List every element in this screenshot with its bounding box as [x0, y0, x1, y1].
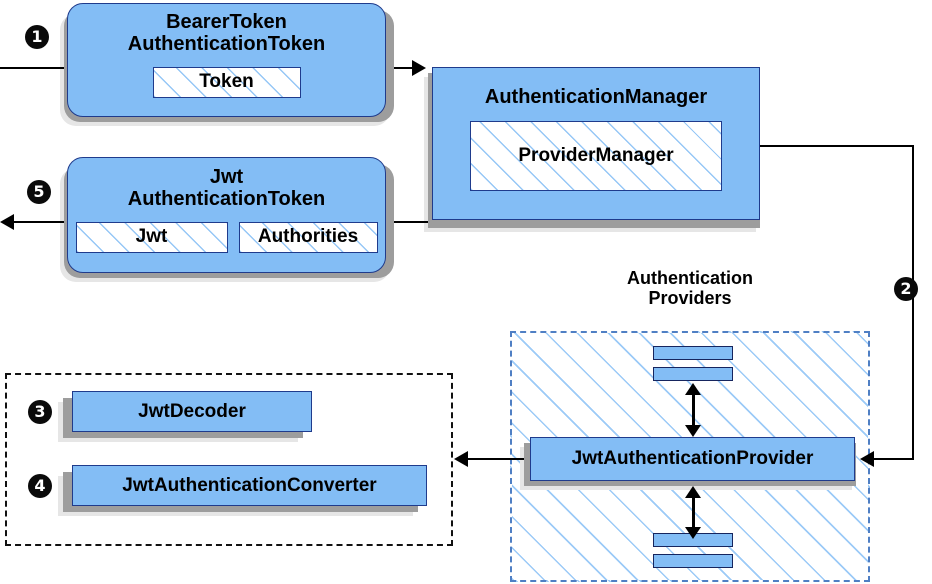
step-bullet-2: 2 — [894, 277, 918, 301]
node-bearer-token-authentication-token[interactable]: BearerToken AuthenticationToken Token — [67, 3, 386, 117]
arrowhead-to-jwt-support — [454, 451, 468, 467]
connector-manager-to-jwt-token — [386, 221, 432, 223]
step-bullet-1: 1 — [25, 25, 49, 49]
step-bullet-4: 4 — [28, 474, 52, 498]
compartment-authorities: Authorities — [238, 221, 378, 253]
compartment-jwt: Jwt — [75, 221, 228, 253]
arrowhead-outgoing-response — [0, 214, 14, 230]
connector-bearer-to-manager — [386, 67, 422, 69]
connector-manager-to-provider-vertical — [912, 145, 914, 459]
arrowhead-provider-stack-bottom-down — [685, 527, 701, 539]
connector-provider-to-jwt-support — [466, 458, 530, 460]
step-bullet-3: 3 — [28, 400, 52, 424]
arrowhead-provider-stack-top-down — [685, 425, 701, 437]
node-jwt-decoder[interactable]: JwtDecoder — [72, 391, 312, 432]
arrowhead-into-provider — [860, 451, 874, 467]
connector-manager-to-provider-bottom — [872, 458, 914, 460]
compartment-authorities-label: Authorities — [257, 226, 359, 248]
provider-stub-bar-top-1 — [653, 346, 733, 360]
node-jwt-authentication-provider[interactable]: JwtAuthenticationProvider — [530, 437, 855, 481]
node-jwt-authentication-converter-title: JwtAuthenticationConverter — [122, 474, 377, 496]
arrowhead-provider-stack-top-up — [685, 383, 701, 395]
node-jwt-authentication-converter[interactable]: JwtAuthenticationConverter — [72, 465, 427, 506]
connector-provider-stack-top — [692, 390, 695, 430]
provider-stub-bar-bottom-2 — [653, 554, 733, 568]
connector-provider-stack-bottom — [692, 492, 695, 532]
connector-outgoing-response — [14, 221, 70, 223]
jwt-token-compartment-row: Jwt Authorities — [75, 221, 378, 253]
compartment-provider-manager-label: ProviderManager — [518, 145, 674, 167]
node-bearer-token-title: BearerToken AuthenticationToken — [127, 11, 326, 56]
provider-stub-bar-top-2 — [653, 367, 733, 381]
step-bullet-5: 5 — [27, 180, 51, 204]
arrowhead-bearer-to-manager — [412, 60, 426, 76]
compartment-jwt-label: Jwt — [135, 226, 168, 248]
jwt-support-group-region — [5, 373, 453, 546]
connector-incoming-request — [0, 67, 70, 69]
arrowhead-provider-stack-bottom-up — [685, 486, 701, 498]
node-authentication-manager[interactable]: AuthenticationManager ProviderManager — [432, 67, 760, 220]
node-jwt-authentication-token-title: Jwt AuthenticationToken — [127, 166, 326, 211]
compartment-token: Token — [152, 66, 301, 98]
authentication-providers-label: Authentication Providers — [627, 268, 753, 309]
node-jwt-authentication-provider-title: JwtAuthenticationProvider — [571, 448, 814, 470]
compartment-token-label: Token — [199, 71, 254, 93]
node-jwt-authentication-token[interactable]: Jwt AuthenticationToken Jwt Authorities — [67, 157, 386, 273]
connector-manager-to-provider-top — [758, 145, 914, 147]
node-authentication-manager-title: AuthenticationManager — [484, 86, 708, 108]
compartment-provider-manager: ProviderManager — [470, 121, 722, 192]
node-jwt-decoder-title: JwtDecoder — [138, 400, 246, 422]
